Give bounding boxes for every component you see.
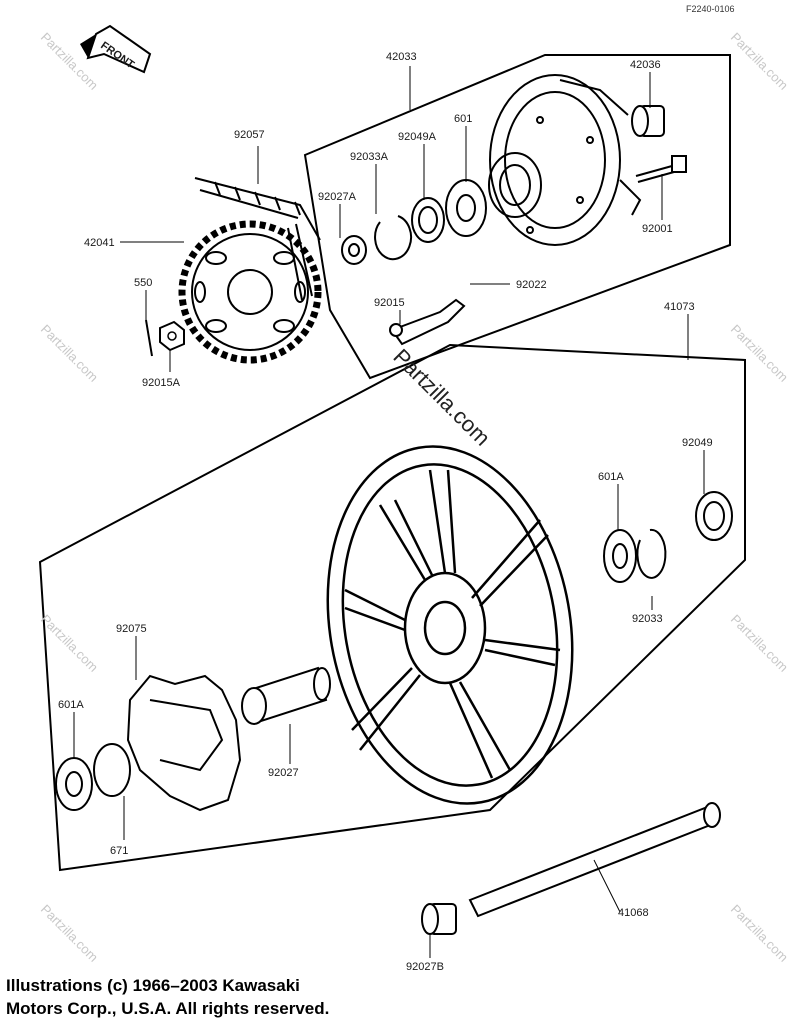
chain-illustration [194, 177, 321, 301]
figure-code: F2240-0106 [686, 4, 735, 14]
front-arrow-icon: FRONT [80, 24, 152, 74]
torque-link-illustration [389, 298, 466, 346]
part-label-42036: 42036 [630, 59, 661, 71]
right-circlip-icon [636, 528, 667, 579]
right-oil-seal-illustration [695, 491, 733, 541]
part-label-92027b: 92027B [406, 961, 444, 973]
bolt-illustration [635, 155, 687, 183]
coupling-damper-illustration [126, 674, 242, 812]
watermark-top-right: Partzilla.com [728, 30, 791, 93]
hub-assembly-frame [303, 54, 731, 380]
axle-illustration [468, 802, 721, 918]
part-label-92027a: 92027A [318, 191, 357, 203]
watermark-lower-right: Partzilla.com [728, 612, 791, 675]
part-label-42033: 42033 [386, 51, 417, 63]
oil-seal-illustration [411, 197, 445, 243]
bearing-illustration [445, 179, 487, 237]
part-label-550: 550 [134, 277, 152, 289]
watermark-mid-left: Partzilla.com [38, 322, 101, 385]
part-label-92015: 92015 [374, 297, 405, 309]
part-label-601a-right: 601A [598, 471, 624, 483]
leader-lines [73, 66, 705, 958]
wheel-assembly-frame [38, 343, 746, 872]
watermark-center: Partzilla.com [388, 344, 495, 451]
part-label-92022: 92022 [516, 279, 547, 291]
rear-sprocket-illustration [178, 220, 322, 364]
collar-illustration [631, 105, 665, 137]
axle-collar-illustration [421, 903, 457, 935]
part-label-41073: 41073 [664, 301, 695, 313]
part-label-601a-left: 601A [58, 699, 84, 711]
wheel-illustration [326, 445, 574, 805]
spacer-illustration [241, 666, 331, 725]
part-label-92015a: 92015A [142, 377, 181, 389]
o-ring-icon [93, 743, 131, 797]
part-label-92027: 92027 [268, 767, 299, 779]
part-label-92033: 92033 [632, 613, 663, 625]
collar-small-illustration [341, 235, 367, 265]
copyright-line-2: Motors Corp., U.S.A. All rights reserved… [6, 999, 330, 1018]
part-label-601: 601 [454, 113, 472, 125]
part-label-92001: 92001 [642, 223, 673, 235]
copyright-line-1: Illustrations (c) 1966–2003 Kawasaki [6, 976, 300, 995]
part-label-92075: 92075 [116, 623, 147, 635]
part-label-92057: 92057 [234, 129, 265, 141]
watermark-mid-right: Partzilla.com [728, 322, 791, 385]
part-label-92049: 92049 [682, 437, 713, 449]
left-bearing-illustration [55, 757, 93, 811]
part-label-41068: 41068 [618, 907, 649, 919]
watermark-bottom-left: Partzilla.com [38, 902, 101, 965]
copyright-notice: Illustrations (c) 1966–2003 Kawasaki Mot… [6, 974, 526, 1020]
watermark-bottom-right: Partzilla.com [728, 902, 791, 965]
sprocket-coupling-illustration [488, 74, 642, 246]
part-label-92033a: 92033A [350, 151, 389, 163]
right-bearing-illustration [603, 529, 637, 583]
nut-icon [159, 320, 185, 352]
part-label-42041: 42041 [84, 237, 115, 249]
cotter-pin-icon [145, 319, 153, 357]
part-label-671: 671 [110, 845, 128, 857]
part-label-92049a: 92049A [398, 131, 437, 143]
circlip-icon [374, 215, 412, 261]
